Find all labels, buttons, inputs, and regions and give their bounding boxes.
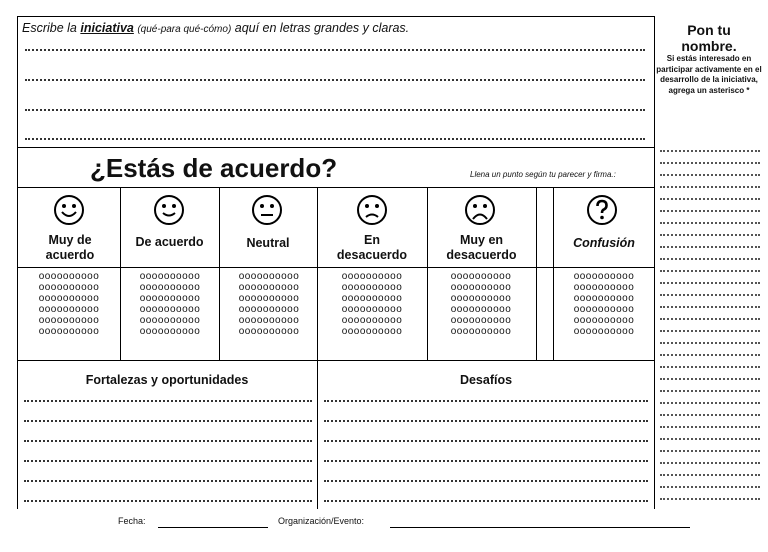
col-sep-1 [120,187,121,360]
name-line-17[interactable] [660,342,760,344]
name-line-13[interactable] [660,294,760,296]
challenges-line-3[interactable] [324,440,648,442]
name-line-28[interactable] [660,474,760,476]
strengths-line-5[interactable] [24,480,312,482]
initiative-prompt: Escribe la iniciativa (qué-para qué-cómo… [22,21,409,35]
name-line-7[interactable] [660,222,760,224]
option-label-confusion: Confusión [573,236,635,250]
name-line-25[interactable] [660,438,760,440]
strengths-line-3[interactable] [24,440,312,442]
divider-vote-header [17,187,655,188]
initiative-line-3[interactable] [25,109,645,111]
name-line-29[interactable] [660,486,760,488]
vote-title: ¿Estás de acuerdo? [90,153,338,183]
name-line-8[interactable] [660,234,760,236]
name-line-14[interactable] [660,306,760,308]
divider-vote-labels [17,267,655,268]
challenges-line-5[interactable] [324,480,648,482]
option-label-neutral: Neutral [246,236,290,250]
name-line-1[interactable] [660,150,760,152]
name-line-6[interactable] [660,210,760,212]
col-sep-5 [536,187,537,360]
challenges-title: Desafíos [459,373,513,387]
col-sep-4 [427,187,428,360]
name-line-5[interactable] [660,198,760,200]
name-line-30[interactable] [660,498,760,500]
strengths-line-1[interactable] [24,400,312,402]
form-left-border [17,16,18,509]
name-line-3[interactable] [660,174,760,176]
very-happy-face-icon [54,195,84,225]
sad-face-icon [357,195,387,225]
name-line-27[interactable] [660,462,760,464]
form-top-border [17,16,655,17]
neutral-face-icon [252,195,282,225]
col-sep-6 [553,187,554,360]
initiative-keyword: iniciativa [80,21,134,35]
divider-initiative [17,147,655,148]
initiative-line-2[interactable] [25,79,645,81]
name-line-9[interactable] [660,246,760,248]
vote-instruction: Llena un punto según tu parecer y firma.… [470,170,616,179]
name-panel-note: Si estás interesado en participar activa… [656,54,762,95]
initiative-line-1[interactable] [25,49,645,51]
organization-field[interactable] [390,527,690,528]
question-mark-icon [587,195,617,225]
initiative-prompt-suffix: aquí en letras grandes y claras. [231,21,410,35]
strengths-title: Fortalezas y oportunidades [85,373,249,387]
happy-face-icon [154,195,184,225]
name-line-24[interactable] [660,426,760,428]
name-line-4[interactable] [660,186,760,188]
name-panel-title: Pon tu nombre. [681,22,737,54]
name-line-2[interactable] [660,162,760,164]
name-line-20[interactable] [660,378,760,380]
organization-label: Organización/Evento: [278,516,365,526]
strengths-line-4[interactable] [24,460,312,462]
initiative-hint: (qué-para qué-cómo) [137,24,232,35]
col-sep-3 [317,187,318,509]
name-line-12[interactable] [660,282,760,284]
name-line-26[interactable] [660,450,760,452]
strengths-line-6[interactable] [24,500,312,502]
challenges-line-6[interactable] [324,500,648,502]
date-label: Fecha: [118,516,146,526]
name-line-16[interactable] [660,330,760,332]
strengths-line-2[interactable] [24,420,312,422]
challenges-line-2[interactable] [324,420,648,422]
col-sep-2 [219,187,220,360]
name-line-22[interactable] [660,402,760,404]
name-line-15[interactable] [660,318,760,320]
divider-vote-grid [17,360,655,361]
name-line-10[interactable] [660,258,760,260]
challenges-line-1[interactable] [324,400,648,402]
name-line-21[interactable] [660,390,760,392]
initiative-prompt-prefix: Escribe la [22,21,81,35]
date-field[interactable] [158,527,268,528]
feedback-form [17,16,655,509]
challenges-line-4[interactable] [324,460,648,462]
option-label-agree: De acuerdo [135,235,204,249]
name-line-19[interactable] [660,366,760,368]
name-line-23[interactable] [660,414,760,416]
name-line-18[interactable] [660,354,760,356]
initiative-line-4[interactable] [25,138,645,140]
very-sad-face-icon [465,195,495,225]
name-line-11[interactable] [660,270,760,272]
